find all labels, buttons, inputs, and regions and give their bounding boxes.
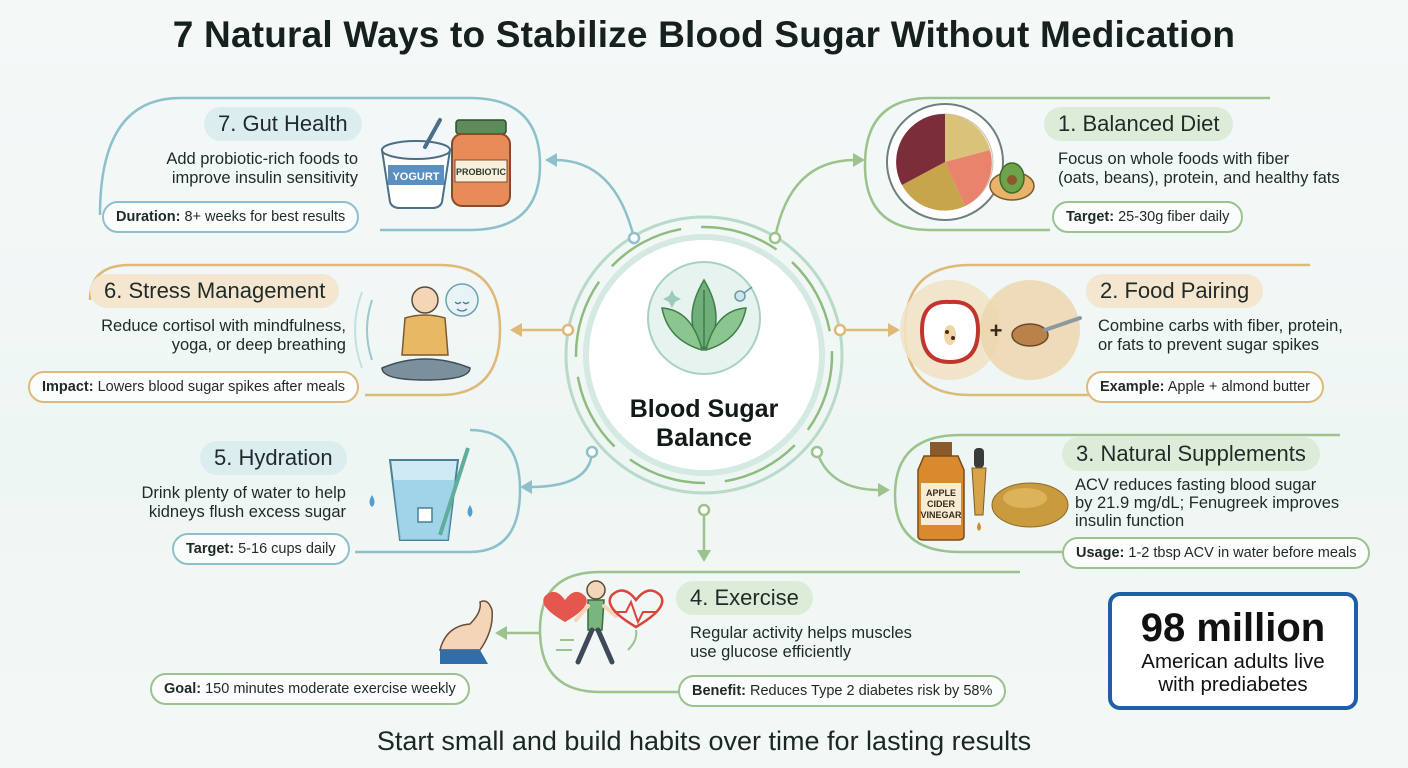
stress-management-description: Reduce cortisol with mindfulness, yoga, … (60, 317, 346, 355)
diet-desc-line: (oats, beans), protein, and healthy fats (1058, 169, 1340, 187)
stress-management-title: 6. Stress Management (90, 274, 340, 308)
page-title: 7 Natural Ways to Stabilize Blood Sugar … (172, 14, 1236, 55)
leaf-icon (661, 278, 753, 352)
meditation-icon (354, 283, 479, 381)
badge-value: 1-2 tbsp ACV in water before meals (1128, 545, 1357, 561)
badge-key: Impact: (42, 379, 94, 395)
arrowheads (495, 153, 900, 640)
hydration-desc-line: kidneys flush excess sugar (148, 503, 346, 521)
trend-arrow-icon (627, 629, 638, 651)
gut-health-desc-line: Add probiotic-rich foods to (166, 150, 358, 168)
gut-health-badge: Duration: 8+ weeks for best results (102, 201, 360, 233)
stress-desc-line: Reduce cortisol with mindfulness, (101, 317, 346, 335)
center-label: Blood Sugar Balance (604, 395, 804, 453)
stat-line2: with prediabetes (1158, 673, 1308, 696)
diet-desc-line: Focus on whole foods with fiber (1058, 150, 1290, 168)
badge-key: Target: (1066, 209, 1115, 225)
supplements-frame (893, 433, 1340, 554)
flexed-arm-icon (439, 600, 493, 664)
badge-value: 25-30g fiber daily (1118, 209, 1230, 225)
connector-diet (773, 158, 856, 239)
stat-line1: American adults live (1141, 650, 1325, 673)
natural-supplements-badge: Usage: 1-2 tbsp ACV in water before meal… (1062, 537, 1371, 569)
balanced-diet-description: Focus on whole foods with fiber (oats, b… (1058, 150, 1378, 188)
exercise-desc-line: use glucose efficiently (690, 643, 852, 661)
plus-sign: + (990, 318, 1003, 343)
badge-key: Example: (1100, 379, 1165, 395)
natural-supplements-title: 3. Natural Supplements (1062, 437, 1320, 471)
stress-frame (88, 263, 502, 397)
supplements-desc-line: by 21.9 mg/dL; Fenugreek improves (1075, 494, 1340, 512)
food-pairing-title: 2. Food Pairing (1086, 274, 1264, 308)
badge-value: 5-16 cups daily (238, 541, 336, 557)
hydration-desc-line: Drink plenty of water to help (141, 484, 346, 502)
exercise-title: 4. Exercise (676, 581, 813, 615)
supplements-desc-line: ACV reduces fasting blood sugar (1075, 476, 1317, 494)
badge-value: 150 minutes moderate exercise weekly (205, 681, 456, 697)
plate-icon (886, 103, 1035, 221)
footer-tagline: Start small and build habits over time f… (376, 726, 1032, 756)
badge-key: Benefit: (692, 683, 746, 699)
badge-key: Goal: (164, 681, 202, 697)
balanced-diet-badge: Target: 25-30g fiber daily (1052, 201, 1244, 233)
exercise-description: Regular activity helps muscles use gluco… (690, 624, 980, 662)
walking-person-icon (556, 580, 618, 665)
natural-supplements-description: ACV reduces fasting blood sugar by 21.9 … (1075, 476, 1375, 530)
connector-supplements (815, 451, 881, 492)
food-pairing-icon: + (900, 280, 1082, 380)
badge-value: Lowers blood sugar spikes after meals (97, 379, 346, 395)
probiotic-jar-icon: PROBIOTIC (451, 119, 511, 207)
pairing-desc-line: or fats to prevent sugar spikes (1098, 336, 1320, 354)
connector-hydration (529, 451, 594, 489)
center-label-line1: Blood Sugar (629, 395, 779, 423)
badge-value: Reduces Type 2 diabetes risk by 58% (750, 683, 993, 699)
hydration-badge: Target: 5-16 cups daily (172, 533, 350, 565)
probiotic-label: PROBIOTIC (456, 167, 507, 177)
hydration-description: Drink plenty of water to help kidneys fl… (80, 484, 346, 522)
fenugreek-seeds-icon (991, 482, 1069, 528)
exercise-frame (538, 570, 1020, 694)
vinegar-label-1: APPLE (926, 488, 956, 498)
center-outer-ring (564, 215, 844, 495)
connector-gut (554, 158, 636, 239)
supplements-desc-line: insulin function (1075, 512, 1185, 530)
badge-value: 8+ weeks for best results (184, 209, 346, 225)
badge-key: Target: (186, 541, 235, 557)
exercise-benefit-badge: Benefit: Reduces Type 2 diabetes risk by… (678, 675, 1007, 707)
badge-value: Apple + almond butter (1167, 379, 1310, 395)
badge-key: Duration: (116, 209, 181, 225)
vinegar-label-3: VINEGAR (920, 510, 962, 520)
vinegar-bottle-icon: APPLE CIDER VINEGAR (917, 442, 965, 541)
vinegar-label-2: CIDER (927, 499, 956, 509)
yogurt-icon: YOGURT (380, 118, 452, 209)
exercise-goal-badge: Goal: 150 minutes moderate exercise week… (150, 673, 470, 705)
gut-health-title: 7. Gut Health (204, 107, 362, 141)
stat-number: 98 million (1140, 606, 1326, 650)
prediabetes-stat-box: 98 million American adults live with pre… (1108, 592, 1358, 710)
heart-icon (543, 591, 587, 622)
diet-frame (863, 96, 1270, 232)
pairing-desc-line: Combine carbs with fiber, protein, (1098, 317, 1343, 335)
stress-desc-line: yoga, or deep breathing (171, 336, 346, 354)
gut-health-description: Add probiotic-rich foods to improve insu… (100, 150, 358, 188)
hydration-title: 5. Hydration (200, 441, 347, 475)
heartbeat-icon (608, 589, 664, 629)
exercise-desc-line: Regular activity helps muscles (690, 624, 912, 642)
hydration-frame (355, 428, 522, 554)
gut-health-desc-line: improve insulin sensitivity (171, 169, 358, 187)
water-glass-icon (369, 447, 473, 541)
center-label-line2: Balance (656, 424, 752, 452)
center-accent-ring (574, 225, 834, 485)
node-dots (561, 231, 847, 517)
stress-management-badge: Impact: Lowers blood sugar spikes after … (28, 371, 360, 403)
food-pairing-description: Combine carbs with fiber, protein, or fa… (1098, 317, 1398, 355)
balanced-diet-title: 1. Balanced Diet (1044, 107, 1234, 141)
food-pairing-badge: Example: Apple + almond butter (1086, 371, 1324, 403)
dropper-icon (971, 448, 987, 531)
gut-health-frame (98, 96, 542, 232)
yogurt-label: YOGURT (392, 171, 439, 183)
badge-key: Usage: (1076, 545, 1125, 561)
